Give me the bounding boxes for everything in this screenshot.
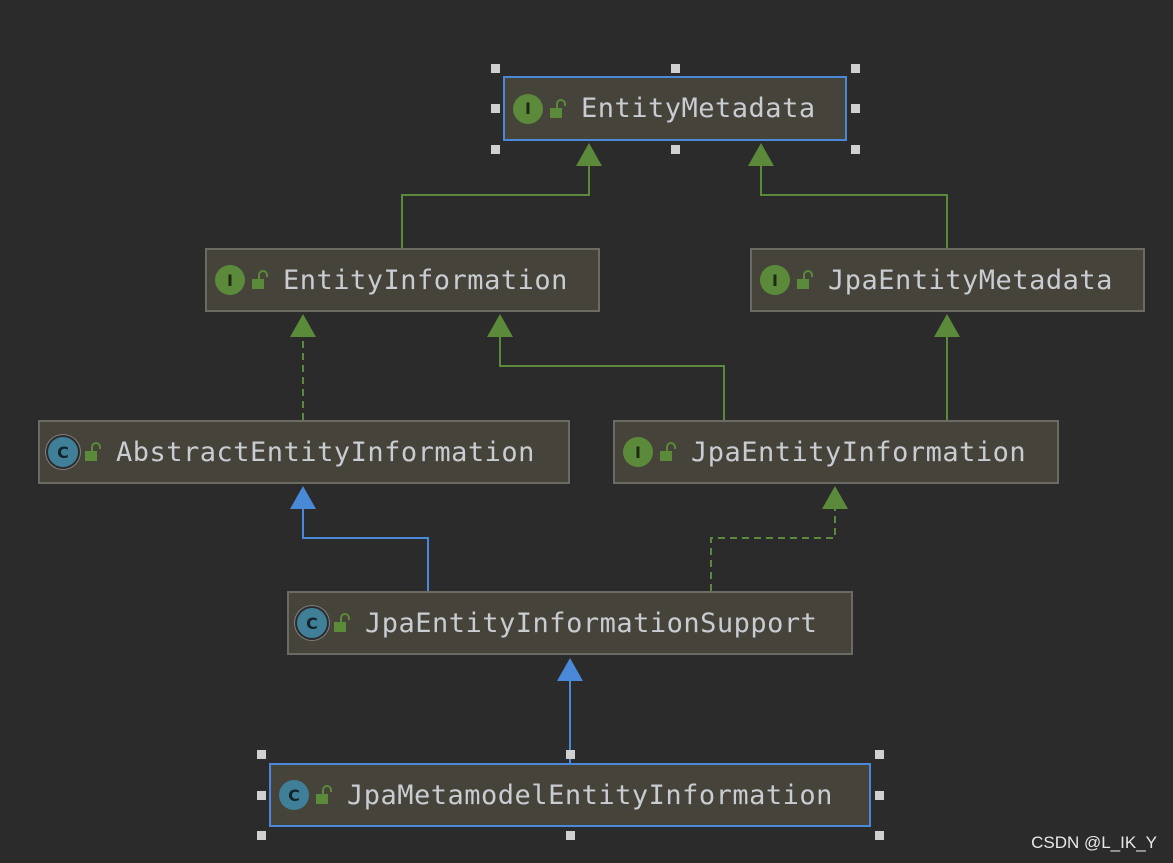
selection-handle[interactable]	[875, 791, 884, 800]
interface-icon: I	[513, 93, 543, 124]
node-jpa-entity-information-support[interactable]: C JpaEntityInformationSupport	[287, 591, 853, 655]
node-label: AbstractEntityInformation	[116, 436, 535, 468]
selection-handle[interactable]	[491, 104, 500, 113]
node-jpa-metamodel-entity-information[interactable]: C JpaMetamodelEntityInformation	[269, 763, 871, 827]
node-jpa-entity-information[interactable]: I JpaEntityInformation	[613, 420, 1059, 484]
selection-handle[interactable]	[851, 64, 860, 73]
selection-handle[interactable]	[875, 831, 884, 840]
interface-icon: I	[215, 265, 245, 295]
interface-icon: I	[623, 437, 653, 467]
selection-handle[interactable]	[491, 145, 500, 154]
unlock-icon	[85, 442, 101, 461]
class-icon: C	[279, 780, 309, 810]
interface-icon: I	[760, 265, 790, 295]
edge-jpaentitymetadata-to-entitymetadata	[748, 143, 948, 248]
unlock-icon	[316, 785, 332, 804]
selection-handle[interactable]	[257, 791, 266, 800]
unlock-icon	[660, 442, 676, 461]
selection-handle[interactable]	[257, 750, 266, 759]
node-entity-metadata[interactable]: I EntityMetadata	[503, 76, 847, 141]
unlock-icon	[797, 270, 813, 289]
abstract-class-icon: C	[297, 608, 327, 638]
node-label: JpaMetamodelEntityInformation	[347, 779, 833, 811]
node-label: JpaEntityMetadata	[828, 264, 1113, 296]
selection-handle[interactable]	[566, 831, 575, 840]
abstract-class-icon: C	[48, 437, 78, 467]
node-label: JpaEntityInformationSupport	[365, 607, 818, 639]
selection-handle[interactable]	[875, 750, 884, 759]
node-label: JpaEntityInformation	[691, 436, 1027, 468]
edge-jpaentityinformationsupport-to-abstractentityinformation	[290, 486, 429, 591]
node-entity-information[interactable]: I EntityInformation	[205, 248, 600, 312]
node-abstract-entity-information[interactable]: C AbstractEntityInformation	[38, 420, 570, 484]
unlock-icon	[252, 270, 268, 289]
selection-handle[interactable]	[257, 831, 266, 840]
edge-abstractentityinformation-to-entityinformation	[290, 314, 316, 420]
selection-handle[interactable]	[491, 64, 500, 73]
edge-jpaentityinformation-to-entityinformation	[487, 314, 725, 420]
edge-jpaentityinformationsupport-to-jpaentityinformation	[710, 486, 848, 591]
unlock-icon	[334, 613, 350, 632]
node-jpa-entity-metadata[interactable]: I JpaEntityMetadata	[750, 248, 1145, 312]
edge-jpametamodelentityinformation-to-jpaentityinformationsupport	[557, 658, 583, 763]
selection-handle[interactable]	[851, 104, 860, 113]
watermark: CSDN @L_IK_Y	[1031, 833, 1157, 852]
edge-entityinformation-to-entitymetadata	[401, 143, 602, 248]
selection-handle[interactable]	[851, 145, 860, 154]
selection-handle[interactable]	[671, 64, 680, 73]
node-label: EntityInformation	[283, 264, 568, 296]
unlock-icon	[550, 98, 566, 118]
edge-jpaentityinformation-to-jpaentitymetadata	[934, 314, 960, 420]
selection-handle[interactable]	[566, 750, 575, 759]
node-label: EntityMetadata	[581, 93, 816, 124]
selection-handle[interactable]	[671, 145, 680, 154]
